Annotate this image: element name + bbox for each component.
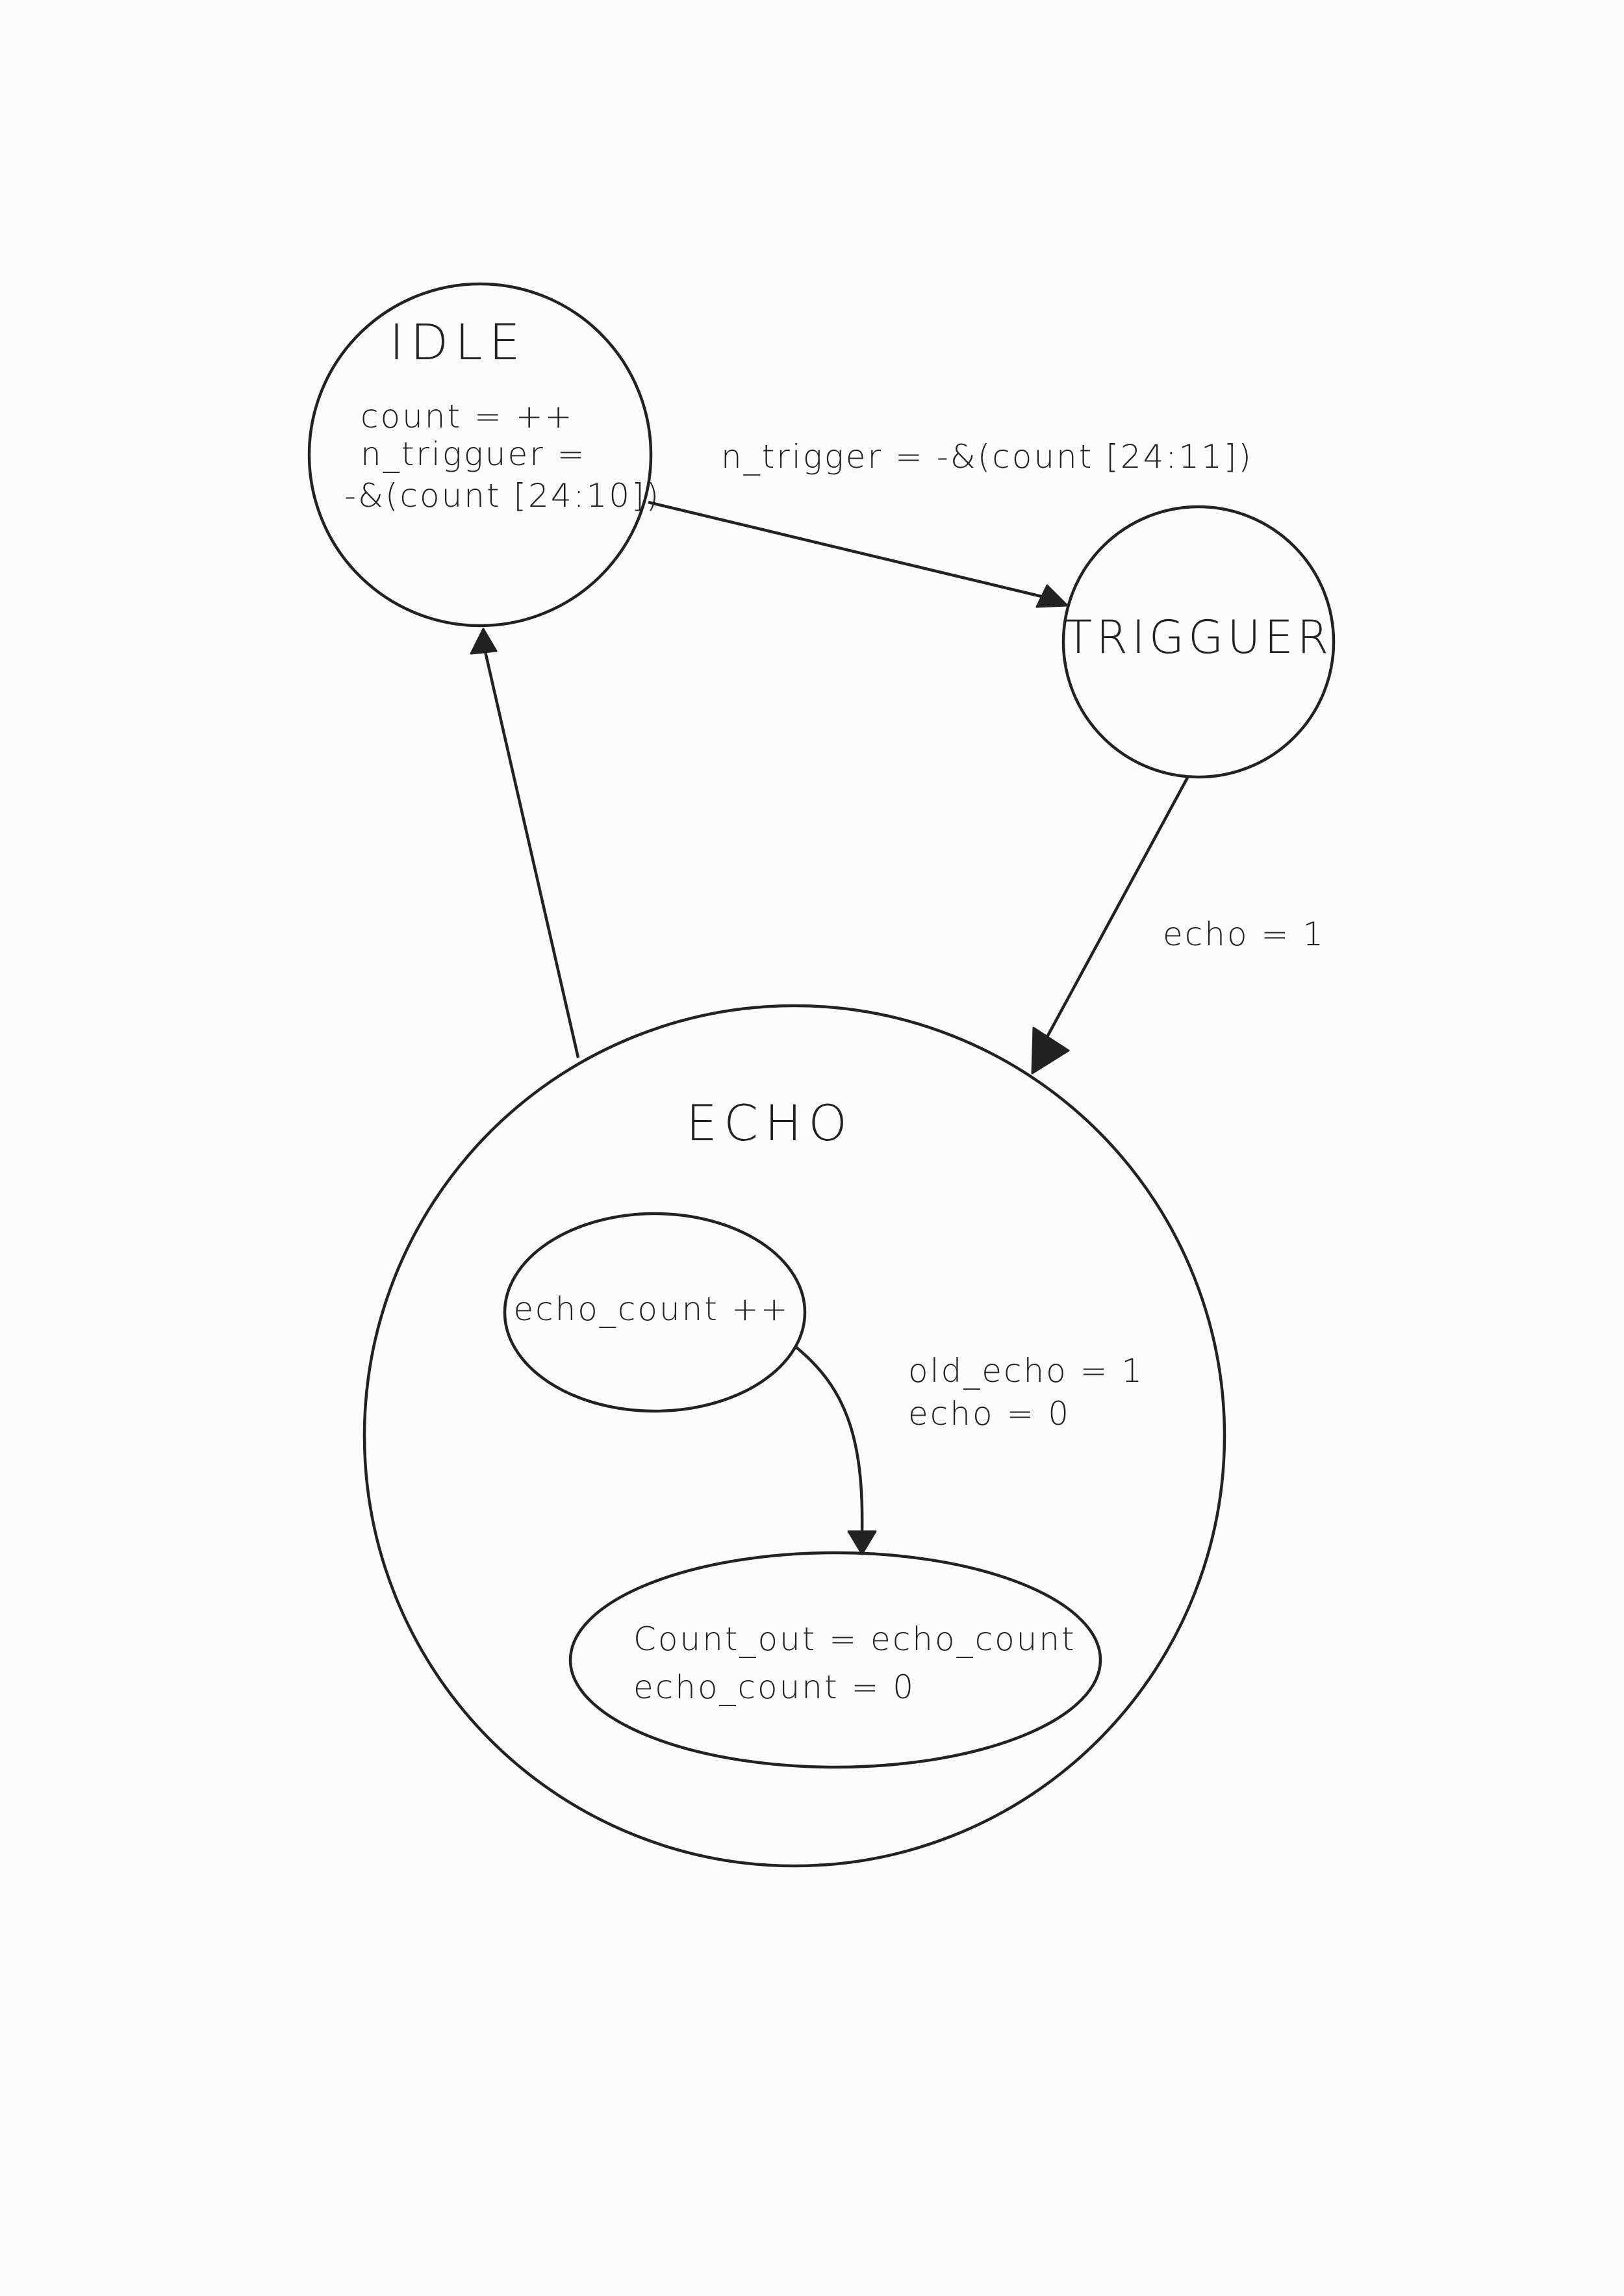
state-trigguer-title: TRIGGUER xyxy=(1065,611,1333,664)
substate-count-output-action-2: echo_count = 0 xyxy=(633,1668,915,1706)
state-idle-title: IDLE xyxy=(389,313,526,371)
transition-count-to-output-curve xyxy=(795,1346,864,1534)
transition-echo-to-idle-line xyxy=(483,651,580,1058)
transition-trigguer-to-echo-line xyxy=(1042,776,1189,1045)
state-trigguer-circle xyxy=(1061,505,1336,779)
substate-echo-count: echo_count ++ xyxy=(503,1212,807,1413)
state-idle-circle xyxy=(307,282,653,628)
transition-idle-to-trigguer-line xyxy=(648,500,1053,601)
transition-count-to-output: old_echo = 1 echo = 0 xyxy=(795,1346,1144,1555)
state-idle-action-2: n_trigguer = xyxy=(361,435,587,473)
substate-echo-count-ellipse xyxy=(503,1212,807,1413)
state-idle-action-1: count = ++ xyxy=(361,398,574,435)
state-trigguer: TRIGGUER xyxy=(1061,505,1336,779)
substate-echo-count-action: echo_count ++ xyxy=(513,1290,789,1328)
transition-idle-to-trigguer-label: n_trigger = -&(count [24:11]) xyxy=(721,438,1253,476)
substate-count-output-action-1: Count_out = echo_count xyxy=(633,1620,1076,1658)
transition-trigguer-to-echo-arrowhead xyxy=(1031,1027,1070,1075)
state-idle: IDLE count = ++ n_trigguer = -&(count [2… xyxy=(307,282,661,628)
transition-echo-to-idle-arrowhead xyxy=(470,628,498,655)
state-idle-action-3: -&(count [24:10]) xyxy=(344,477,661,515)
transition-trigguer-to-echo: echo = 1 xyxy=(1031,776,1325,1075)
transition-count-to-output-label-2: echo = 0 xyxy=(908,1395,1071,1433)
state-echo: ECHO echo_count ++ Count_out = echo_coun… xyxy=(362,1004,1226,1868)
substate-count-output: Count_out = echo_count echo_count = 0 xyxy=(568,1551,1102,1769)
transition-count-to-output-arrowhead xyxy=(847,1530,877,1555)
state-echo-circle xyxy=(362,1004,1226,1868)
transition-count-to-output-label-1: old_echo = 1 xyxy=(908,1352,1144,1390)
transition-idle-to-trigguer-arrowhead xyxy=(1035,584,1069,608)
transition-idle-to-trigguer: n_trigger = -&(count [24:11]) xyxy=(648,438,1253,608)
substate-count-output-ellipse xyxy=(568,1551,1102,1769)
state-echo-title: ECHO xyxy=(686,1094,854,1152)
transition-echo-to-idle xyxy=(470,628,580,1058)
transition-trigguer-to-echo-label: echo = 1 xyxy=(1163,915,1325,953)
